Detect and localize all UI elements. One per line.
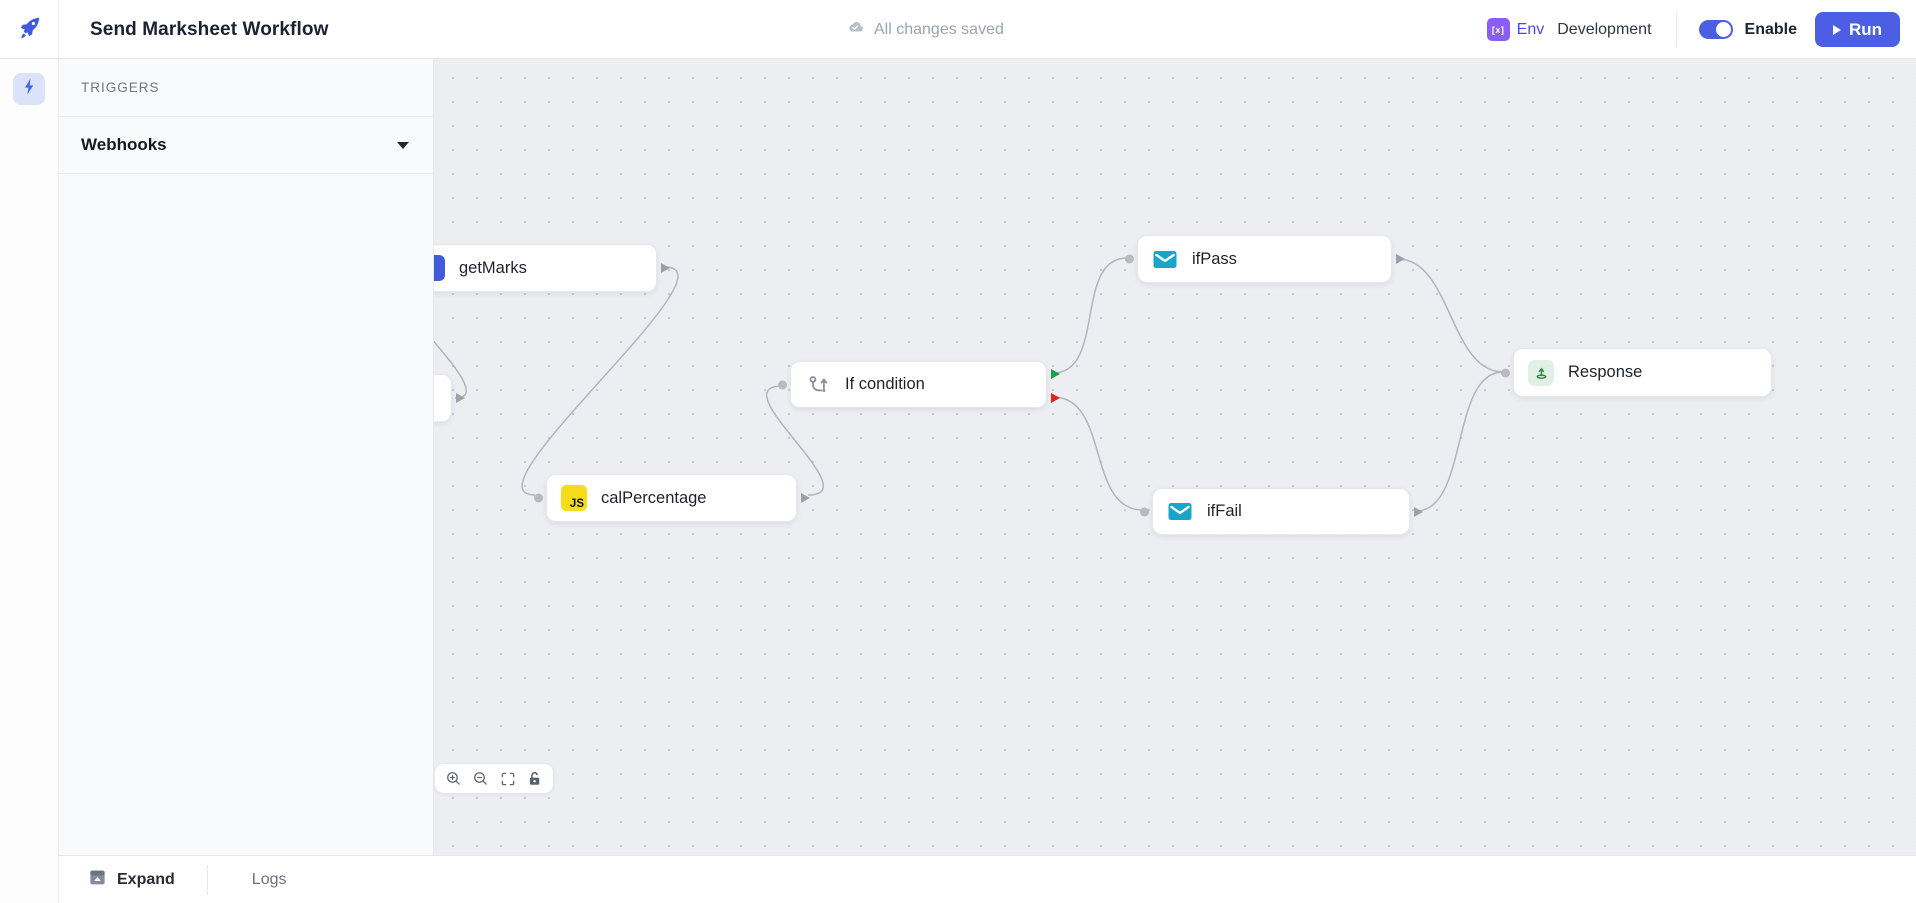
mail-icon (1152, 246, 1178, 272)
output-handle[interactable] (801, 493, 810, 503)
node-calpercentage[interactable]: JS calPercentage (534, 474, 810, 522)
input-handle[interactable] (778, 380, 787, 389)
toggle-knob (1715, 22, 1731, 37)
javascript-icon: JS (561, 485, 587, 511)
cloud-check-icon (845, 17, 865, 42)
node-iffail[interactable]: ifFail (1140, 488, 1423, 535)
edge-ifcondition-iffail[interactable] (1052, 396, 1144, 511)
edge-ifcondition-ifpass[interactable] (1052, 257, 1128, 374)
node-label: ifFail (1207, 502, 1242, 520)
expand-label: Expand (117, 870, 175, 888)
output-handle[interactable] (456, 393, 465, 403)
zoom-in-button[interactable] (443, 768, 465, 790)
play-icon (1832, 24, 1841, 35)
false-output-handle[interactable] (1051, 393, 1060, 403)
enable-label: Enable (1744, 20, 1797, 38)
save-status-text: All changes saved (874, 20, 1004, 38)
branch-icon (805, 372, 831, 398)
input-handle[interactable] (1140, 507, 1149, 516)
top-bar-actions: [x] Env Development Enable Run (1486, 0, 1900, 59)
divider (206, 864, 208, 895)
sidebar-section-title: TRIGGERS (59, 59, 433, 117)
run-button[interactable]: Run (1815, 12, 1900, 47)
node-response[interactable]: Response (1501, 348, 1772, 397)
webhooks-label: Webhooks (81, 135, 167, 154)
node-getmarks[interactable]: getMarks (434, 244, 670, 292)
triggers-rail-item[interactable] (13, 73, 45, 105)
fit-view-button[interactable] (497, 768, 519, 790)
zoom-out-button[interactable] (470, 768, 492, 790)
input-handle[interactable] (1501, 368, 1510, 377)
top-bar: Send Marksheet Workflow All changes save… (0, 0, 1916, 59)
output-handle[interactable] (661, 263, 670, 273)
expand-panel-button[interactable]: Expand (88, 868, 175, 892)
bottom-bar: Expand Logs (59, 855, 1916, 903)
output-handle[interactable] (1414, 506, 1423, 517)
node-label: Response (1568, 363, 1643, 381)
left-icon-rail (0, 59, 59, 903)
input-handle[interactable] (534, 493, 543, 503)
input-handle[interactable] (1125, 254, 1134, 264)
workflow-canvas[interactable]: getMarks JS calPercentage If condit (434, 59, 1916, 855)
node-if-condition[interactable]: If condition (778, 361, 1060, 408)
mail-icon (1167, 499, 1193, 525)
env-variables-icon: [x] (1486, 18, 1510, 41)
edge-webhook-getmarks[interactable] (434, 268, 467, 399)
triggers-sidebar: TRIGGERS Webhooks (59, 59, 434, 855)
node-label: getMarks (459, 258, 527, 277)
node-label: calPercentage (601, 488, 707, 507)
workflow-title[interactable]: Send Marksheet Workflow (90, 18, 329, 40)
lock-button[interactable] (524, 768, 546, 790)
divider (1675, 12, 1677, 47)
logs-tab[interactable]: Logs (251, 870, 287, 888)
canvas-toolbar (434, 763, 554, 794)
env-selector[interactable]: Development (1557, 20, 1652, 38)
node-webhook-trigger[interactable] (434, 374, 465, 422)
edge-ifpass-response[interactable] (1397, 258, 1504, 373)
edge-getmarks-calpercentage[interactable] (521, 266, 679, 496)
sidebar-item-webhooks[interactable]: Webhooks (59, 117, 433, 174)
env-label: Env (1516, 20, 1545, 38)
true-output-handle[interactable] (1051, 369, 1060, 379)
edge-calpercentage-ifcondition[interactable] (765, 385, 825, 496)
node-label: ifPass (1192, 249, 1237, 268)
edges-layer (434, 257, 1504, 512)
app-icon (434, 255, 445, 281)
edge-iffail-response[interactable] (1415, 371, 1504, 512)
enable-toggle[interactable] (1698, 20, 1733, 39)
rocket-icon (16, 14, 43, 46)
save-status: All changes saved (845, 0, 1004, 59)
app-logo[interactable] (0, 0, 59, 59)
node-label: If condition (845, 375, 925, 393)
respond-icon (1528, 359, 1554, 386)
node-ifpass[interactable]: ifPass (1125, 235, 1405, 283)
expand-panel-icon (88, 868, 107, 892)
lightning-bolt-icon (20, 77, 39, 101)
output-handle[interactable] (1396, 254, 1405, 264)
chevron-down-icon (397, 141, 409, 149)
run-button-label: Run (1848, 19, 1883, 39)
